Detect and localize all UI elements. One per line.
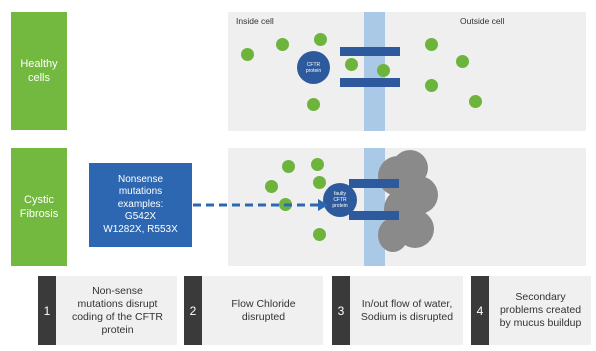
outside-cell-label: Outside cell bbox=[460, 16, 505, 26]
chloride-ion bbox=[282, 160, 295, 173]
row-label-healthy: Healthy cells bbox=[11, 12, 67, 130]
chloride-ion bbox=[377, 64, 390, 77]
chloride-ion bbox=[345, 58, 358, 71]
cell-membrane-top bbox=[364, 12, 385, 131]
chloride-ion bbox=[307, 98, 320, 111]
step-text-3: In/out flow of water, Sodium is disrupte… bbox=[360, 297, 454, 323]
cftr-protein-label: CFTR protein bbox=[305, 61, 322, 74]
step-box-3 bbox=[332, 276, 463, 345]
row-label-cystic-fibrosis: Cystic Fibrosis bbox=[11, 148, 67, 266]
faulty-channel-upper-bar bbox=[349, 179, 399, 188]
step-text-2: Flow Chloride disrupted bbox=[231, 297, 296, 323]
nonsense-mutations-box: Nonsense mutations examples: G542X W1282… bbox=[89, 163, 192, 247]
step-text-4: Secondary problems created by mucus buil… bbox=[499, 291, 582, 329]
chloride-ion bbox=[469, 95, 482, 108]
mucus-buildup bbox=[378, 150, 438, 255]
cftr-channel-lower-bar bbox=[340, 78, 400, 87]
chloride-ion bbox=[311, 158, 324, 171]
step-number-1: 1 bbox=[38, 276, 56, 345]
healthy-cell-panel bbox=[228, 12, 586, 131]
chloride-ion bbox=[456, 55, 469, 68]
inside-cell-label: Inside cell bbox=[236, 16, 274, 26]
faulty-cftr-protein-body bbox=[323, 183, 357, 217]
chloride-ion bbox=[276, 38, 289, 51]
step-text-1: Non-sense mutations disrupt coding of th… bbox=[71, 284, 164, 336]
chloride-ion bbox=[425, 79, 438, 92]
chloride-ion bbox=[425, 38, 438, 51]
step-number-3: 3 bbox=[332, 276, 350, 345]
step-box-2 bbox=[184, 276, 323, 345]
step-number-4: 4 bbox=[471, 276, 489, 345]
chloride-ion bbox=[313, 176, 326, 189]
step-box-4 bbox=[471, 276, 591, 345]
chloride-ion bbox=[314, 33, 327, 46]
cftr-channel-upper-bar bbox=[340, 47, 400, 56]
chloride-ion bbox=[241, 48, 254, 61]
step-box-1 bbox=[38, 276, 177, 345]
cftr-protein-body bbox=[297, 51, 330, 84]
step-number-2: 2 bbox=[184, 276, 202, 345]
faulty-cftr-protein-label: faulty CFTR protein bbox=[332, 191, 348, 209]
chloride-ion bbox=[313, 228, 326, 241]
faulty-channel-lower-bar bbox=[349, 211, 399, 220]
chloride-ion bbox=[265, 180, 278, 193]
